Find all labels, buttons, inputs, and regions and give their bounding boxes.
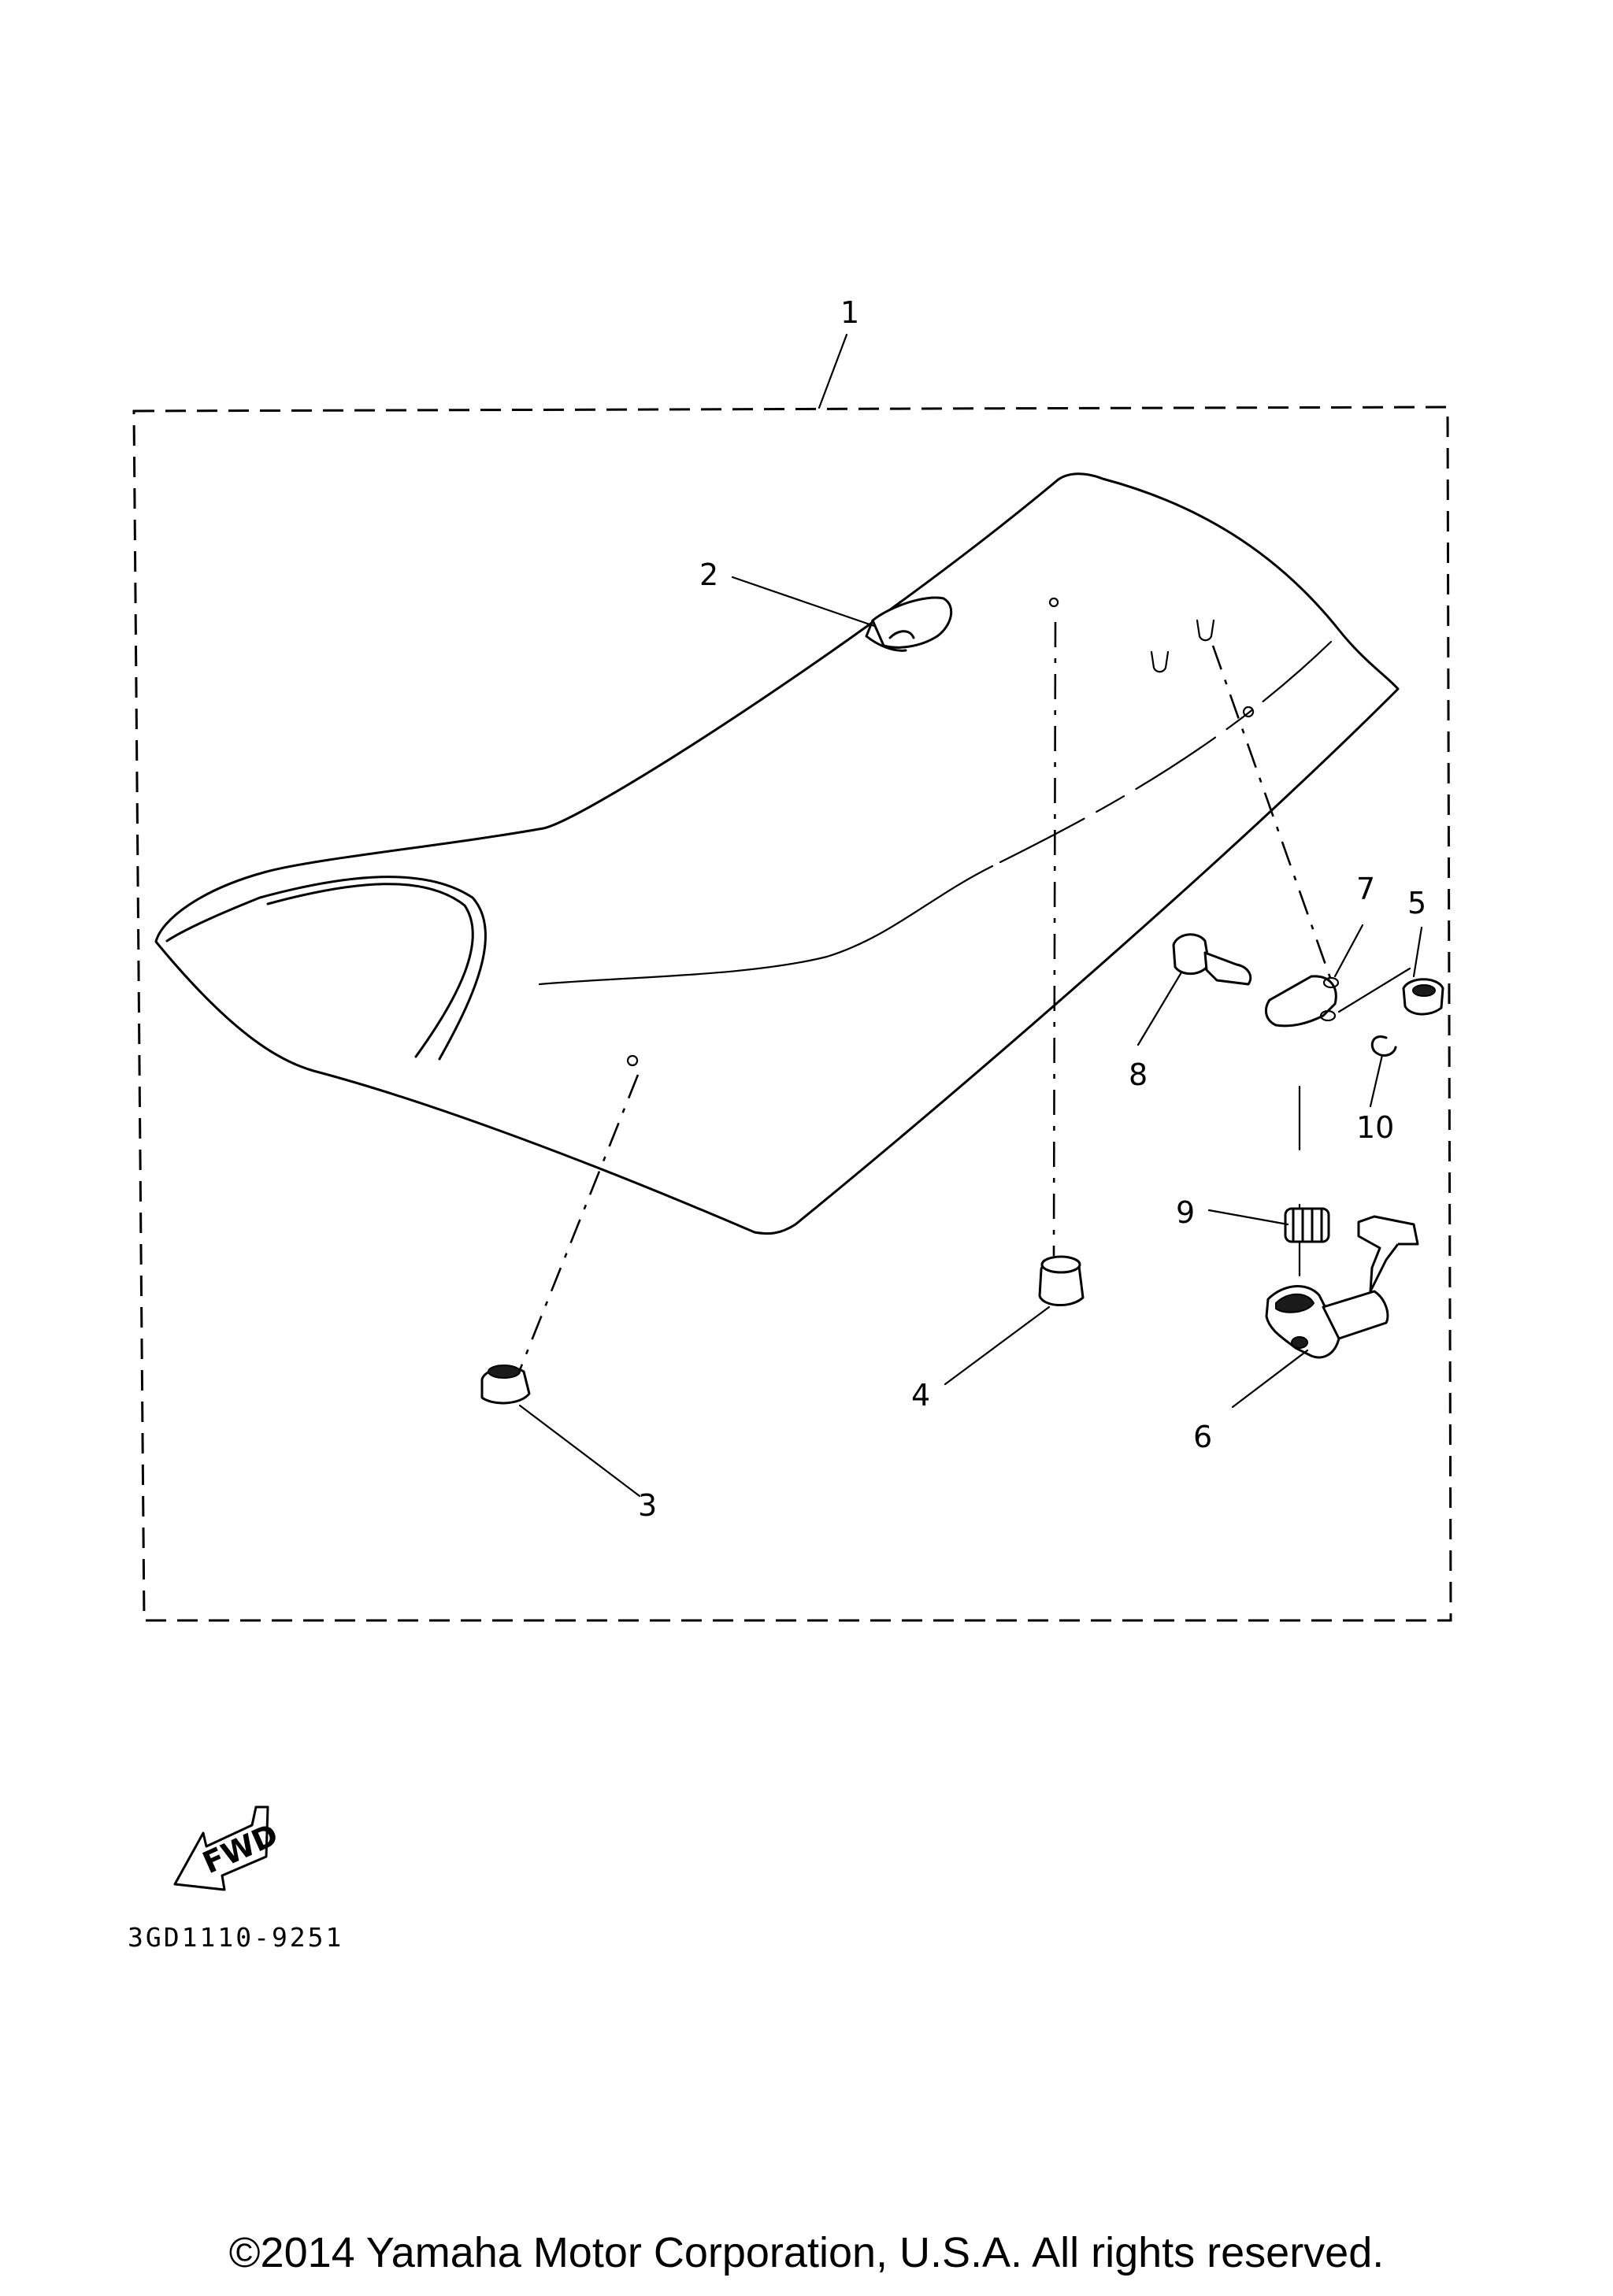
leader-lines xyxy=(518,333,1423,1498)
part-7-bracket xyxy=(1265,975,1340,1028)
fwd-arrow-icon: FWD xyxy=(173,1805,284,1891)
part-3-grommet xyxy=(480,1365,531,1405)
callout-7: 7 xyxy=(1356,872,1375,906)
part-5-nut xyxy=(1402,978,1444,1016)
copyright-notice: ©2014 Yamaha Motor Corporation, U.S.A. A… xyxy=(228,2229,1385,2276)
part-9-spring xyxy=(1284,1207,1330,1243)
part-6-latch xyxy=(1265,1215,1419,1359)
diagram-code: 3GD1110-9251 xyxy=(128,1922,343,1953)
callout-10: 10 xyxy=(1356,1110,1394,1145)
part-8-bolt xyxy=(1172,933,1252,986)
fwd-label: FWD xyxy=(198,1817,284,1881)
callout-9: 9 xyxy=(1176,1195,1195,1230)
part-4-damper xyxy=(1038,1255,1085,1307)
callout-8: 8 xyxy=(1129,1057,1148,1092)
callout-3: 3 xyxy=(638,1488,657,1523)
callout-6: 6 xyxy=(1193,1420,1212,1454)
callout-4: 4 xyxy=(911,1378,930,1413)
callout-5: 5 xyxy=(1407,886,1426,920)
assembly-boundary xyxy=(132,406,1452,1622)
assembly-guide-lines xyxy=(518,621,1333,1371)
seat-drawing xyxy=(154,472,1400,1235)
callout-1: 1 xyxy=(840,295,859,330)
callout-2: 2 xyxy=(699,557,718,592)
part-10-clip xyxy=(1370,1035,1397,1057)
